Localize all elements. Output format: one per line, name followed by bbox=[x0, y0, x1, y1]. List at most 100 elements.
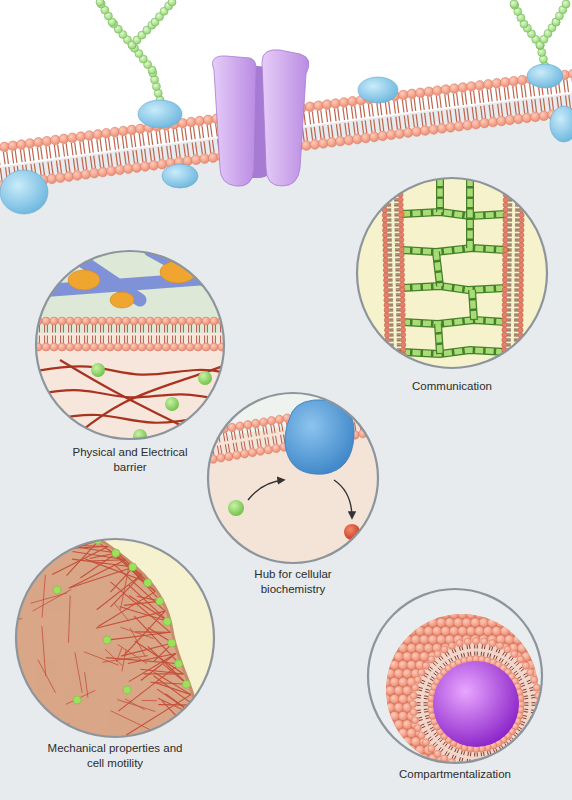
lipid-head bbox=[522, 113, 532, 123]
lipid-tail bbox=[397, 358, 401, 359]
lipid-tail bbox=[63, 325, 64, 333]
lipid-tail bbox=[389, 319, 393, 320]
lipid-tail bbox=[116, 325, 117, 333]
lipid-tail bbox=[309, 112, 311, 125]
lipid-head bbox=[383, 233, 388, 238]
lipid-tail bbox=[196, 142, 198, 155]
lipid-tail bbox=[321, 110, 323, 123]
lipid-tail bbox=[394, 173, 398, 174]
lipid-tail bbox=[328, 125, 330, 138]
lipid-head bbox=[381, 660, 390, 669]
lipid-head bbox=[517, 745, 526, 754]
lipid-tail bbox=[202, 448, 203, 456]
lipid-head bbox=[386, 754, 395, 763]
lipid-head bbox=[518, 362, 523, 367]
lipid-tail bbox=[508, 250, 512, 251]
lipid-head bbox=[518, 322, 523, 327]
lipid-tail bbox=[395, 240, 399, 241]
adhesion-protein bbox=[192, 723, 200, 731]
lipid-head bbox=[383, 278, 388, 283]
lipid-head bbox=[407, 660, 416, 669]
lipid-tail bbox=[507, 360, 511, 361]
lipid-tail bbox=[183, 336, 184, 344]
lipid-tail bbox=[396, 305, 400, 306]
lipid-head bbox=[519, 212, 524, 217]
lipid-head bbox=[398, 728, 407, 737]
junction-protein bbox=[438, 324, 440, 354]
lipid-tail bbox=[228, 444, 229, 452]
lipid-head bbox=[534, 626, 543, 635]
lipid-tail bbox=[395, 263, 399, 264]
anchor-dot bbox=[503, 247, 509, 253]
lipid-tail bbox=[255, 428, 256, 436]
lipid-tail bbox=[387, 205, 391, 206]
lipid-tail bbox=[55, 336, 56, 344]
lipid-tail bbox=[87, 336, 88, 344]
lipid-tail bbox=[567, 80, 569, 93]
lipid-head bbox=[420, 652, 429, 661]
lipid-head bbox=[74, 343, 82, 351]
lipid-tail bbox=[107, 154, 109, 167]
lipid-tail bbox=[204, 325, 205, 333]
lipid-tail bbox=[508, 279, 512, 280]
lipid-tail bbox=[326, 110, 328, 123]
lipid-head bbox=[378, 131, 388, 141]
lipid-tail bbox=[388, 265, 392, 266]
lipid-tail bbox=[514, 354, 518, 355]
lipid-tail bbox=[425, 733, 428, 735]
lipid-tail bbox=[394, 101, 396, 114]
lipid-tail bbox=[393, 168, 397, 169]
lipid-head bbox=[500, 609, 509, 618]
lipid-tail bbox=[508, 189, 512, 190]
lipid-tail bbox=[507, 305, 511, 306]
lipid-head bbox=[415, 643, 424, 652]
lipid-head bbox=[122, 343, 130, 351]
lipid-tail bbox=[417, 712, 421, 714]
lipid-tail bbox=[389, 295, 393, 296]
lipid-tail bbox=[111, 153, 113, 166]
actin-filament bbox=[141, 705, 194, 746]
lipid-tail bbox=[418, 690, 422, 691]
lipid-tail bbox=[569, 95, 571, 108]
lipid-tail bbox=[95, 336, 96, 344]
lipid-tail bbox=[515, 245, 519, 246]
lipid-tail bbox=[514, 315, 518, 316]
lipid-tail bbox=[514, 339, 518, 340]
lipid-tail bbox=[31, 336, 32, 344]
lipid-tail bbox=[514, 364, 518, 365]
lipid-head bbox=[384, 288, 389, 293]
glycan-chain bbox=[96, 0, 570, 104]
lipid-head bbox=[382, 223, 387, 228]
lipid-head bbox=[518, 272, 523, 277]
lipid-head bbox=[394, 720, 403, 729]
lipid-head bbox=[399, 247, 404, 252]
lipid-tail bbox=[508, 234, 512, 235]
membrane-protein bbox=[527, 64, 563, 88]
lipid-tail bbox=[190, 127, 192, 140]
adhesion-protein bbox=[182, 680, 190, 688]
lipid-tail bbox=[394, 205, 398, 206]
lipid-head bbox=[568, 69, 572, 79]
lipid-tail bbox=[507, 380, 511, 381]
lipid-tail bbox=[141, 149, 143, 162]
lipid-head bbox=[502, 337, 507, 342]
lipid-head bbox=[390, 424, 398, 432]
lipid-tail bbox=[427, 721, 431, 722]
lipid-head bbox=[90, 317, 98, 325]
lipid-tail bbox=[530, 84, 532, 97]
cell-junction-inset bbox=[356, 167, 548, 382]
lipid-tail bbox=[507, 374, 511, 375]
lipid-tail bbox=[173, 129, 175, 142]
lipid-tail bbox=[396, 315, 400, 316]
lipid-head bbox=[138, 317, 146, 325]
lipid-tail bbox=[501, 103, 503, 116]
lipid-tail bbox=[513, 86, 515, 99]
lipid-tail bbox=[440, 95, 442, 108]
lipid-tail bbox=[119, 336, 120, 344]
actin-filament bbox=[181, 727, 197, 746]
lipid-tail bbox=[225, 444, 226, 452]
lipid-tail bbox=[514, 305, 518, 306]
adhesion-protein bbox=[163, 618, 171, 626]
lipid-head bbox=[401, 332, 406, 337]
lipid-tail bbox=[428, 683, 432, 684]
